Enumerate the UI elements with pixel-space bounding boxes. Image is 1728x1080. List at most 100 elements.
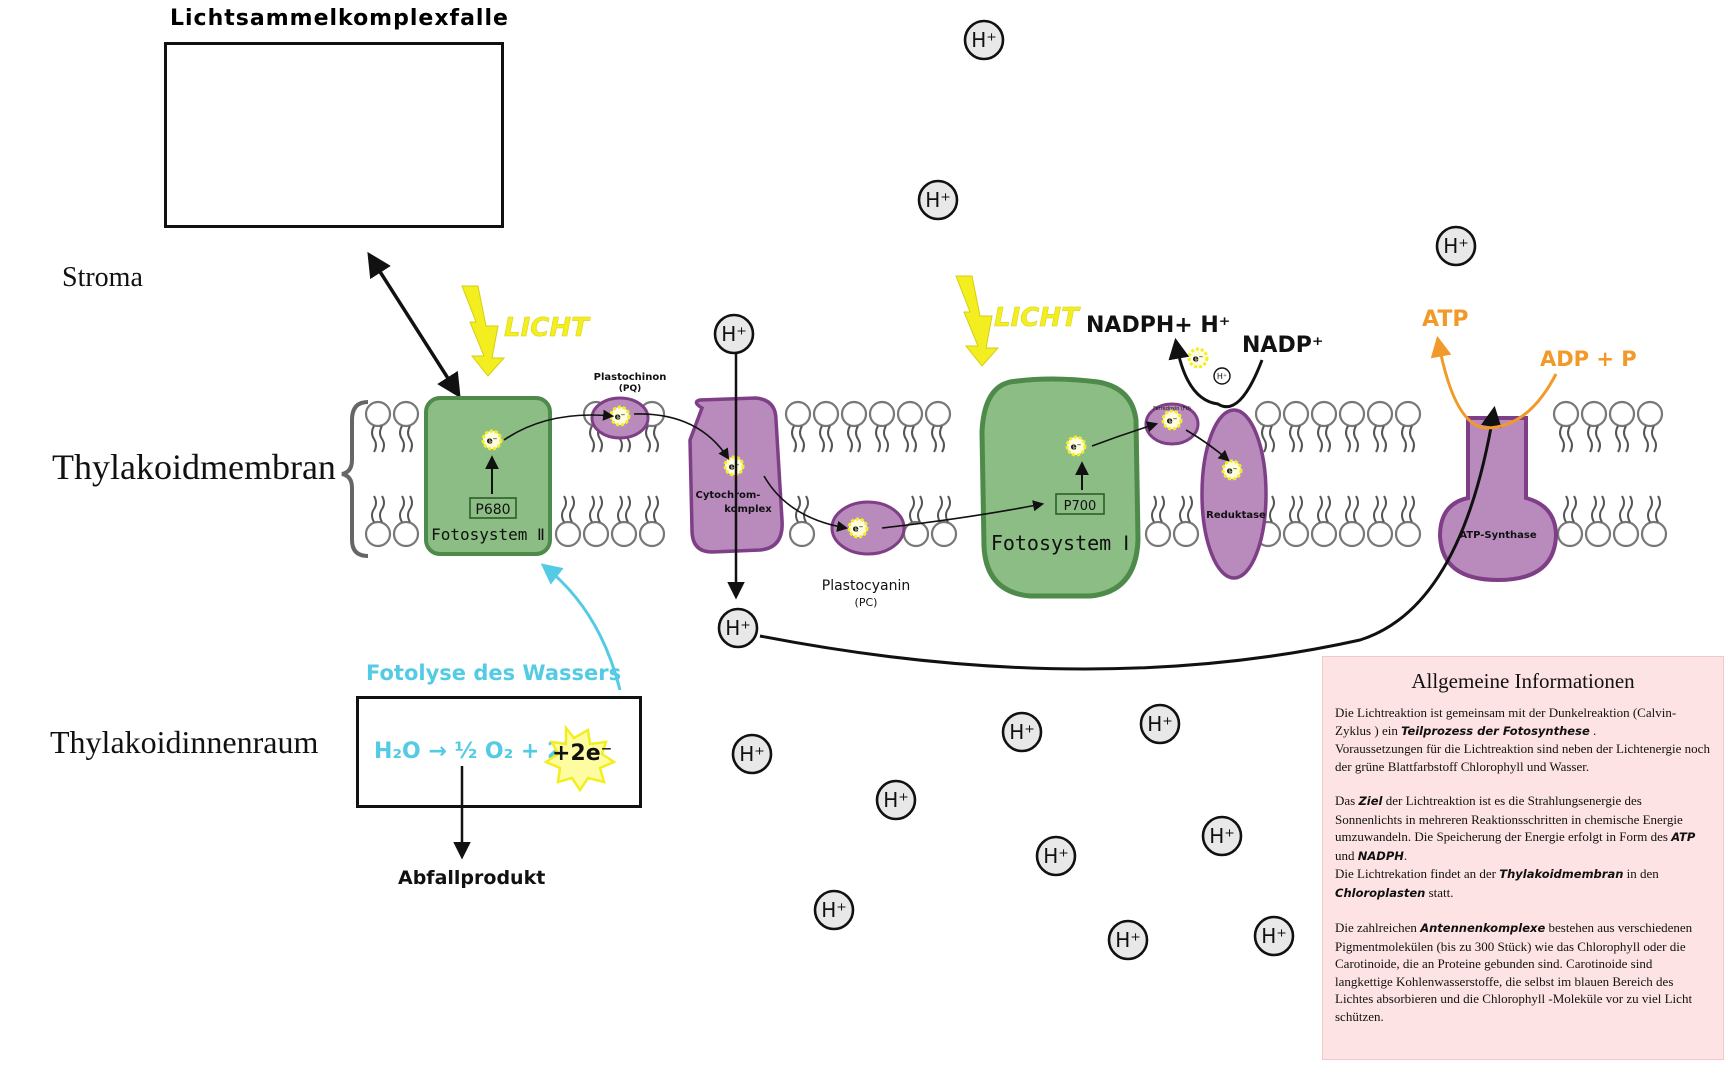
atp-formation-arrow — [1430, 335, 1558, 430]
proton-marker: H⁺ — [1253, 915, 1295, 957]
lipid — [1338, 495, 1366, 548]
fotolyse-arrow — [540, 563, 622, 691]
lipid — [638, 495, 666, 548]
electron-marker: e⁻ — [1187, 347, 1209, 369]
svg-text:H⁺: H⁺ — [725, 616, 751, 640]
lipid — [1580, 400, 1608, 453]
atp-label: ATP — [1422, 307, 1468, 332]
svg-text:H⁺: H⁺ — [925, 188, 951, 212]
lipid-bilayer — [364, 400, 1668, 548]
membrane-brace — [341, 400, 369, 558]
info-text: der Lichtreaktion ist es die Strahlungse… — [1335, 793, 1683, 844]
lipid — [1552, 400, 1580, 453]
komplex-label: komplex — [724, 504, 772, 515]
info-paragraph-1b: Voraussetzungen für die Lichtreaktion si… — [1335, 741, 1710, 774]
et-arrow-ps2-pq — [503, 409, 615, 441]
proton-marker: H⁺ — [917, 179, 959, 221]
abfallprodukt-label: Abfallprodukt — [398, 867, 545, 889]
thylakoidmembran-label: Thylakoidmembran — [52, 447, 336, 487]
atp-synthase: ATP-Synthase — [1437, 416, 1559, 583]
lipid — [1394, 400, 1422, 453]
lipid — [1366, 495, 1394, 548]
info-paragraph-2: Das Ziel der Lichtreaktion ist es die St… — [1335, 792, 1711, 865]
proton-marker: H⁺ — [713, 313, 755, 355]
fotosystem-2: P680 Fotosystem Ⅱ — [424, 396, 552, 556]
nadp-label: NADP⁺ — [1242, 333, 1323, 358]
et-arrow-pc-ps1 — [881, 500, 1045, 529]
proton-marker: H⁺ — [875, 779, 917, 821]
svg-text:e⁻: e⁻ — [1071, 443, 1082, 453]
lipid — [812, 400, 840, 453]
lipid — [1282, 495, 1310, 548]
lipid — [364, 400, 392, 453]
svg-text:e⁻: e⁻ — [615, 413, 626, 423]
info-text: . — [1589, 722, 1597, 738]
info-text: Die Lichtrekation findet an der — [1335, 866, 1500, 881]
proton-marker: H⁺ — [1201, 815, 1243, 857]
lipid — [924, 400, 952, 453]
thylakoidinnenraum-label: Thylakoidinnenraum — [50, 724, 319, 760]
info-text: statt. — [1425, 884, 1454, 900]
et-arrow-ps1-fd — [1091, 421, 1159, 447]
info-paragraph-4: Die zahlreichen Antennenkomplexe bestehe… — [1335, 919, 1711, 1025]
svg-text:e⁻: e⁻ — [1167, 417, 1178, 427]
electron-marker: e⁻ — [847, 517, 869, 539]
proton-marker: H⁺ — [1435, 225, 1477, 267]
fotolyse-box — [356, 696, 642, 808]
lipid — [1254, 400, 1282, 453]
info-emphasis: Thylakoidmembran — [1499, 867, 1624, 881]
plastocyanin: Plastocyanin (PC) — [822, 500, 910, 609]
proton-markers: H⁺H⁺H⁺H⁺H⁺H⁺H⁺H⁺H⁺H⁺H⁺H⁺H⁺H⁺H⁺ — [713, 19, 1477, 961]
lipid — [364, 495, 392, 548]
electron-marker: e⁻ — [1065, 435, 1087, 457]
electron-marker: e⁻ — [1161, 409, 1183, 431]
svg-text:e⁻: e⁻ — [853, 525, 864, 535]
fotosystem-1: P700 Fotosystem Ⅰ — [979, 376, 1141, 599]
lipid — [868, 400, 896, 453]
lipid — [1366, 400, 1394, 453]
lipid — [840, 400, 868, 453]
electron-marker: e⁻ — [481, 429, 503, 451]
lipid — [1310, 400, 1338, 453]
proton-marker: H⁺ — [731, 733, 773, 775]
p700-label: P700 — [1064, 499, 1097, 514]
svg-text:H⁺: H⁺ — [883, 788, 909, 812]
info-text: Die Lichtreaktion ist gemeinsam mit der … — [1335, 705, 1677, 738]
atp-synthase-label: ATP-Synthase — [1459, 530, 1537, 541]
lipid — [554, 495, 582, 548]
plastocyanin-label: Plastocyanin — [822, 578, 910, 594]
proton-marker: H⁺ — [813, 889, 855, 931]
lipid — [1394, 495, 1422, 548]
info-text: Das — [1335, 793, 1359, 808]
et-arrow-fd-red — [1185, 429, 1230, 462]
reduktase-label: Reduktase — [1206, 510, 1266, 521]
svg-text:H⁺: H⁺ — [1043, 844, 1069, 868]
licht-label-2: LICHT — [994, 303, 1081, 333]
info-text: und — [1335, 847, 1358, 863]
lipid — [930, 495, 958, 548]
stroma-label: Stroma — [62, 262, 143, 293]
info-text: in den — [1623, 866, 1659, 881]
et-arrow-cyt-pc — [763, 475, 849, 532]
pq-label: (PQ) — [619, 384, 641, 394]
lipid — [1144, 495, 1172, 548]
proton-marker: H⁺ — [1139, 703, 1181, 745]
lhc-link-arrow — [367, 251, 461, 399]
svg-text:H⁺: H⁺ — [1443, 234, 1469, 258]
licht-label-1: LICHT — [504, 313, 591, 343]
lipid — [1584, 495, 1612, 548]
svg-text:H⁺: H⁺ — [1217, 372, 1227, 381]
svg-text:H⁺: H⁺ — [1261, 924, 1287, 948]
proton-marker: H⁺ — [1107, 919, 1149, 961]
nadph-label: NADPH+ H⁺ — [1086, 313, 1230, 338]
lipid — [1612, 495, 1640, 548]
svg-text:H⁺: H⁺ — [1209, 824, 1235, 848]
lipid — [392, 495, 420, 548]
p680-label: P680 — [475, 502, 510, 518]
svg-text:H⁺: H⁺ — [1147, 712, 1173, 736]
info-panel: Allgemeine Informationen Die Lichtreakti… — [1322, 656, 1724, 1060]
two-electron-highlight: +2e⁻ — [543, 724, 617, 793]
lipid — [392, 400, 420, 453]
lipid — [1172, 495, 1200, 548]
